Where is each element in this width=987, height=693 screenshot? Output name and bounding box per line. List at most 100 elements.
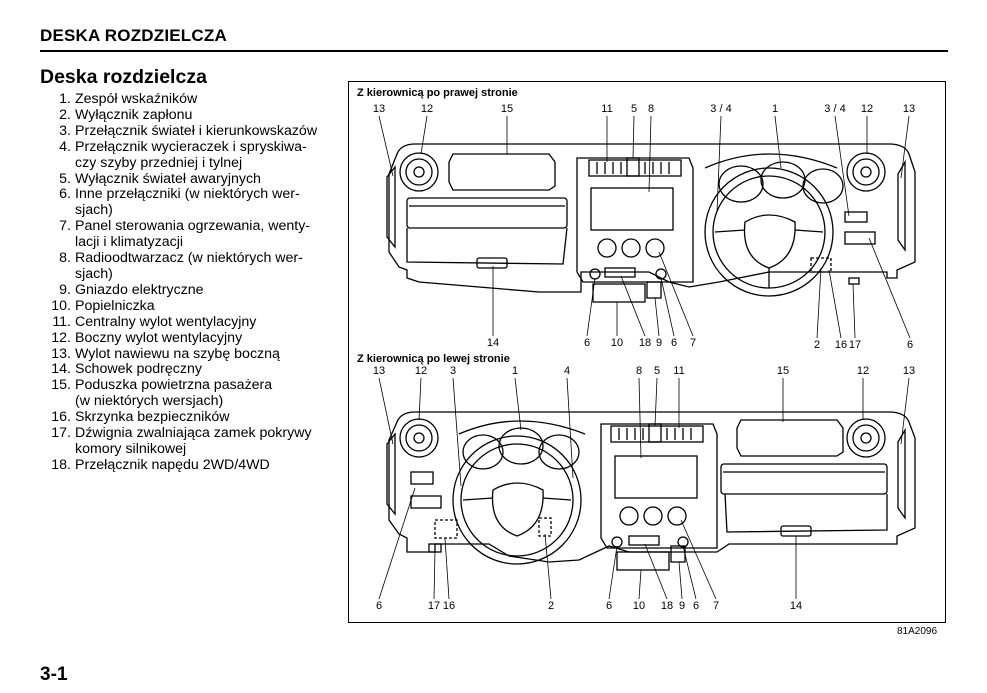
- list-item-number: 16.: [51, 409, 71, 426]
- label-lhd-14: 14: [790, 600, 802, 612]
- list-item: sjach): [48, 266, 324, 283]
- list-item-text: (w niektórych wersjach): [75, 393, 224, 410]
- list-item-number: 15.: [51, 377, 71, 394]
- list-item-text: Centralny wylot wentylacyjny: [75, 313, 257, 330]
- list-item: (w niektórych wersjach): [48, 393, 324, 410]
- list-item-number: 18.: [51, 456, 71, 473]
- label-rhd-14: 14: [487, 337, 499, 349]
- list-item-text: Boczny wylot wentylacyjny: [75, 329, 243, 346]
- list-item: 11.Centralny wylot wentylacyjny: [48, 313, 324, 331]
- label-rhd-6-c: 6: [907, 339, 913, 351]
- label-lhd-5: 5: [654, 365, 660, 377]
- list-item: czy szyby przedniej i tylnej: [48, 154, 324, 172]
- label-rhd-8: 8: [648, 103, 654, 115]
- label-rhd-7: 7: [690, 337, 696, 349]
- label-lhd-7: 7: [713, 600, 719, 612]
- list-item-number: 2.: [59, 106, 71, 123]
- label-lhd-12-left: 12: [415, 365, 427, 377]
- figure-code: 81A2096: [897, 626, 938, 637]
- list-item-text: Dźwignia zwalniająca zamek pokrywy: [75, 425, 312, 442]
- list-item-text: czy szyby przedniej i tylnej: [75, 154, 243, 171]
- list-item: 8.Radioodtwarzacz (w niektórych wer-: [48, 250, 324, 267]
- dashboard-rhd: [386, 143, 916, 303]
- list-item-number: [48, 203, 75, 219]
- list-item-text: komory silnikowej: [75, 440, 187, 457]
- list-item-number: 11.: [52, 313, 71, 330]
- list-item: 3.Przełącznik świateł i kierunkowskazów: [48, 122, 324, 140]
- list-item: 2.Wyłącznik zapłonu: [48, 106, 324, 124]
- dashboard-lhd: [386, 411, 916, 571]
- chapter-header: DESKA ROZDZIELCZA: [40, 26, 227, 45]
- list-item-number: 3.: [59, 122, 71, 139]
- label-lhd-10: 10: [633, 600, 645, 612]
- list-item-text: sjach): [75, 202, 113, 219]
- list-item: 15.Poduszka powietrzna pasażera: [48, 377, 324, 394]
- label-lhd-3: 3: [450, 365, 456, 377]
- section-title: Deska rozdzielcza: [40, 66, 207, 88]
- label-rhd-2: 2: [814, 339, 820, 351]
- list-item-number: 10.: [51, 297, 71, 314]
- list-item: 5.Wyłącznik świateł awaryjnych: [48, 170, 324, 188]
- label-rhd-3-4-right: 3 / 4: [824, 103, 845, 115]
- list-item-text: Inne przełączniki (w niektórych wer-: [75, 186, 300, 203]
- list-item-number: [48, 156, 75, 172]
- label-rhd-13-left: 13: [373, 103, 385, 115]
- label-rhd-1: 1: [772, 103, 778, 115]
- label-rhd-12-right: 12: [861, 103, 873, 115]
- list-item-text: Przełącznik wycieraczek i spryskiwa-: [75, 138, 307, 155]
- label-lhd-17: 17: [428, 600, 440, 612]
- list-item-text: Wyłącznik zapłonu: [75, 106, 193, 123]
- label-rhd-10: 10: [611, 337, 623, 349]
- label-lhd-11: 11: [673, 365, 684, 377]
- label-rhd-17: 17: [849, 339, 861, 351]
- list-item: 6.Inne przełączniki (w niektórych wer-: [48, 187, 324, 203]
- label-lhd-2: 2: [548, 600, 554, 612]
- list-item: 1.Zespół wskaźników: [48, 91, 324, 108]
- label-rhd-18: 18: [639, 337, 651, 349]
- list-item-text: lacji i klimatyzacji: [75, 234, 183, 251]
- list-item: 17.Dźwignia zwalniająca zamek pokrywy: [48, 425, 324, 442]
- list-item-number: [48, 267, 75, 283]
- label-rhd-13-right: 13: [903, 103, 915, 115]
- label-rhd-12-left: 12: [421, 103, 433, 115]
- page-number: 3-1: [40, 664, 68, 685]
- list-item: 16.Skrzynka bezpieczników: [48, 409, 324, 426]
- label-rhd-3-4-left: 3 / 4: [710, 103, 731, 115]
- label-lhd-15: 15: [777, 365, 789, 377]
- label-lhd-6-c: 6: [693, 600, 699, 612]
- list-item: lacji i klimatyzacji: [48, 234, 324, 251]
- label-rhd-15: 15: [501, 103, 513, 115]
- list-item: sjach): [48, 202, 324, 219]
- list-item-number: 4.: [59, 138, 71, 155]
- list-item-text: Wylot nawiewu na szybę boczną: [75, 345, 280, 362]
- caption-right-hand-drive: Z kierownicą po prawej stronie: [357, 87, 518, 99]
- label-rhd-9: 9: [656, 337, 662, 349]
- list-item-text: Schowek podręczny: [75, 361, 202, 378]
- list-item-number: [48, 394, 75, 410]
- label-lhd-13-left: 13: [373, 365, 385, 377]
- label-rhd-5: 5: [631, 103, 637, 115]
- label-lhd-8: 8: [636, 365, 642, 377]
- list-item-text: Przełącznik świateł i kierunkowskazów: [75, 122, 318, 139]
- label-lhd-12-right: 12: [857, 365, 869, 377]
- header-rule: [40, 50, 948, 52]
- list-item-text: Gniazdo elektryczne: [75, 281, 204, 298]
- list-item: 10.Popielniczka: [48, 297, 324, 315]
- list-item-number: 1.: [59, 91, 71, 107]
- list-item-number: [48, 442, 75, 458]
- list-item-number: 8.: [59, 250, 71, 267]
- list-item-text: Panel sterowania ogrzewania, wenty-: [75, 218, 311, 235]
- list-item: 18.Przełącznik napędu 2WD/4WD: [48, 456, 324, 474]
- list-item-number: 14.: [51, 361, 71, 378]
- label-rhd-6-a: 6: [584, 337, 590, 349]
- list-item: 14.Schowek podręczny: [48, 362, 324, 378]
- list-item: 7.Panel sterowania ogrzewania, wenty-: [48, 218, 324, 235]
- list-item: 13.Wylot nawiewu na szybę boczną: [48, 345, 324, 363]
- list-item-number: 7.: [59, 218, 71, 235]
- label-lhd-4: 4: [564, 365, 570, 377]
- list-item-text: Wyłącznik świateł awaryjnych: [75, 170, 261, 187]
- list-item: komory silnikowej: [48, 440, 324, 458]
- label-lhd-6-a: 6: [376, 600, 382, 612]
- list-item-number: 13.: [51, 345, 71, 362]
